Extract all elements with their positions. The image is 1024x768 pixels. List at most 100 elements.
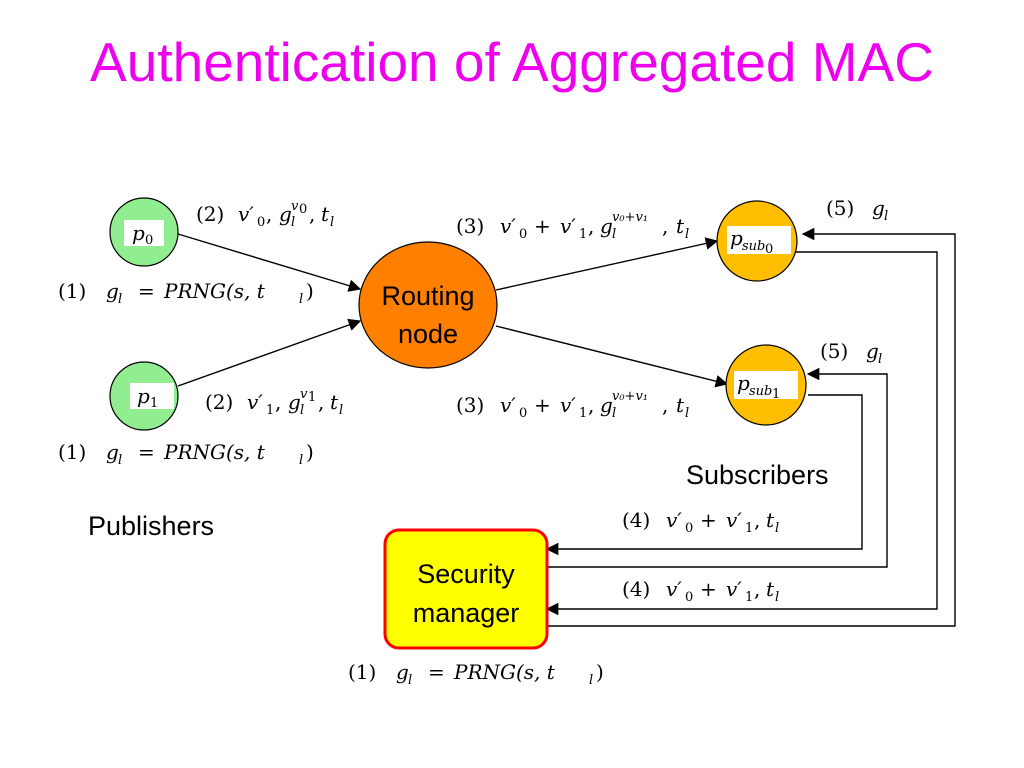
svg-text:node: node (398, 319, 458, 349)
svg-text:v₀+v₁: v₀+v₁ (612, 210, 648, 225)
svg-text:+: + (700, 577, 717, 601)
subscriber-node-psub1: p sub 1 (725, 344, 807, 426)
svg-text:(5): (5) (820, 339, 848, 363)
arrow-psub1-to-security (545, 394, 863, 556)
svg-text:v′: v′ (560, 214, 576, 238)
svg-text:l: l (118, 292, 122, 307)
formula-step5-upper: (5) g l (826, 196, 888, 224)
svg-text:Security: Security (417, 559, 515, 589)
svg-text:+: + (534, 393, 551, 417)
svg-text:v′: v′ (247, 390, 263, 414)
svg-text:0: 0 (765, 242, 773, 257)
svg-text:l: l (300, 403, 304, 418)
svg-text:0: 0 (519, 406, 527, 421)
svg-text:=: = (138, 279, 155, 303)
svg-text:0: 0 (257, 215, 265, 230)
formula-step2-p0: (2) v′ 0 , g l v 0 , t l (196, 199, 334, 230)
svg-text:l: l (118, 453, 122, 468)
svg-text:v′: v′ (500, 393, 516, 417)
svg-text:0: 0 (299, 202, 307, 217)
arrow-security-to-psub1 (547, 367, 888, 568)
svg-text:l: l (291, 215, 295, 230)
svg-text:v: v (291, 199, 299, 214)
arrow-psub0-to-security (545, 251, 938, 616)
publisher-node-p0: p 0 (109, 197, 179, 267)
svg-text:,: , (588, 214, 594, 238)
svg-text:(2): (2) (205, 390, 233, 414)
svg-text:,: , (318, 390, 324, 414)
svg-text:(1): (1) (348, 660, 376, 684)
svg-text:1: 1 (579, 227, 587, 242)
svg-text:0: 0 (519, 227, 527, 242)
svg-text:v′: v′ (500, 214, 516, 238)
svg-text:): ) (306, 279, 314, 303)
svg-text:Routing: Routing (381, 281, 474, 311)
svg-text:,: , (266, 202, 272, 226)
svg-text:g: g (866, 339, 879, 363)
formula-step3-lower: (3) v′ 0 + v′ 1 , g l v₀+v₁ , t l (456, 389, 689, 421)
svg-text:+: + (534, 214, 551, 238)
svg-text:=: = (428, 660, 445, 684)
svg-text:g: g (106, 279, 119, 303)
arrow-security-to-psub0 (547, 227, 956, 627)
svg-text:manager: manager (413, 598, 520, 628)
svg-text:l: l (685, 406, 689, 421)
svg-text:(1): (1) (58, 279, 86, 303)
svg-text:): ) (306, 440, 314, 464)
svg-text:1: 1 (308, 390, 316, 405)
svg-text:l: l (299, 453, 303, 468)
svg-text:1: 1 (745, 521, 753, 536)
svg-text:,: , (662, 393, 668, 417)
svg-text:(4): (4) (622, 508, 650, 532)
arrow-p0-to-routing (177, 233, 362, 292)
svg-text:g: g (106, 440, 119, 464)
svg-text:0: 0 (145, 233, 153, 248)
svg-text:PRNG(s, t: PRNG(s, t (453, 660, 556, 684)
svg-text:v₀+v₁: v₀+v₁ (612, 389, 648, 404)
svg-text:t: t (766, 508, 775, 532)
arrow-routing-to-psub0 (495, 237, 719, 291)
svg-text:l: l (612, 406, 616, 421)
svg-text:l: l (685, 227, 689, 242)
svg-text:l: l (408, 673, 412, 688)
svg-text:(2): (2) (196, 202, 224, 226)
formula-step1-security: (1) g l = PRNG(s, t l ) (348, 660, 604, 688)
svg-text:0: 0 (685, 590, 693, 605)
subscribers-label: Subscribers (686, 460, 829, 490)
svg-text:l: l (339, 403, 343, 418)
svg-text:PRNG(s, t: PRNG(s, t (163, 279, 266, 303)
svg-text:t: t (676, 214, 685, 238)
formula-step4-upper: (4) v′ 0 + v′ 1 , t l (622, 508, 779, 536)
formula-step1-p1: (1) g l = PRNG(s, t l ) (58, 440, 314, 468)
svg-text:PRNG(s, t: PRNG(s, t (163, 440, 266, 464)
svg-text:(3): (3) (456, 393, 484, 417)
svg-text:l: l (612, 227, 616, 242)
formula-step5-lower: (5) g l (820, 339, 882, 367)
svg-text:v′: v′ (726, 577, 742, 601)
svg-text:p: p (737, 371, 750, 395)
svg-text:,: , (662, 214, 668, 238)
svg-text:=: = (138, 440, 155, 464)
svg-text:1: 1 (772, 387, 780, 402)
svg-text:v′: v′ (666, 577, 682, 601)
svg-text:1: 1 (579, 406, 587, 421)
svg-text:): ) (596, 660, 604, 684)
svg-text:l: l (299, 292, 303, 307)
svg-text:(5): (5) (826, 196, 854, 220)
formula-step1-p0: (1) g l = PRNG(s, t l ) (58, 279, 314, 307)
svg-text:sub: sub (742, 239, 765, 254)
svg-text:p: p (137, 384, 150, 408)
svg-text:l: l (589, 673, 593, 688)
svg-text:l: l (884, 209, 888, 224)
svg-text:sub: sub (749, 384, 772, 399)
svg-text:(1): (1) (58, 440, 86, 464)
svg-text:,: , (275, 390, 281, 414)
svg-text:v: v (300, 387, 308, 402)
svg-text:l: l (878, 352, 882, 367)
svg-text:v′: v′ (560, 393, 576, 417)
svg-text:v′: v′ (238, 202, 254, 226)
svg-text:v′: v′ (666, 508, 682, 532)
formula-step4-lower: (4) v′ 0 + v′ 1 , t l (622, 577, 779, 605)
svg-text:,: , (588, 393, 594, 417)
